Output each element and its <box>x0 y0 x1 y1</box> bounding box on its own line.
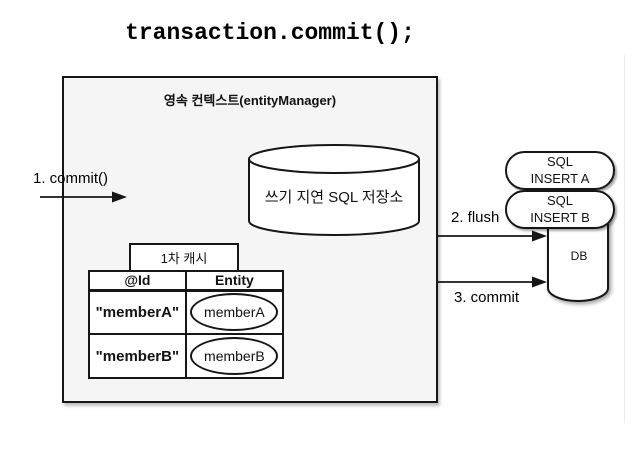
sql-insert-b-pill: SQL INSERT B <box>505 190 615 229</box>
entity-label: memberB <box>204 348 265 364</box>
entity-oval-memberB: memberB <box>190 337 279 375</box>
column-header-entity: Entity <box>184 270 285 292</box>
row-entity-cell: memberA <box>184 289 285 335</box>
row-id-memberB: "memberB" <box>88 333 187 379</box>
first-level-cache-tab: 1차 캐시 <box>129 243 239 272</box>
sql-insert-b-line1: SQL <box>546 193 573 209</box>
db-label: DB <box>570 249 588 263</box>
sql-store-label: 쓰기 지연 SQL 저장소 <box>264 189 404 206</box>
step2-flush-label: 2. flush <box>451 209 500 226</box>
commit-out-arrow <box>438 276 547 288</box>
table-header-row: @Id Entity <box>88 270 285 292</box>
entity-oval-memberA: memberA <box>190 293 279 332</box>
first-level-cache-label: 1차 캐시 <box>160 251 208 266</box>
flush-arrow <box>438 230 547 242</box>
step3-commit-label: 3. commit <box>454 289 520 306</box>
sql-store-cylinder-icon <box>248 144 420 236</box>
column-header-id: @Id <box>88 270 187 292</box>
page-title: transaction.commit(); <box>125 20 415 46</box>
sql-insert-a-line1: SQL <box>546 154 573 170</box>
entity-label: memberA <box>204 304 265 321</box>
first-level-cache-table: @Id Entity "memberA" memberA "memberB" m… <box>88 270 285 379</box>
db-cylinder-icon <box>547 218 609 302</box>
row-id-memberA: "memberA" <box>88 289 187 335</box>
step1-commit-label: 1. commit() <box>33 170 108 187</box>
sql-insert-a-line2: INSERT A <box>530 170 590 186</box>
table-row: "memberA" memberA <box>88 289 285 335</box>
row-entity-cell: memberB <box>184 333 285 379</box>
slide-edge-divider <box>624 55 625 423</box>
sql-insert-b-line2: INSERT B <box>530 209 590 225</box>
sql-insert-a-pill: SQL INSERT A <box>505 151 615 190</box>
table-row: "memberB" memberB <box>88 333 285 379</box>
persistence-context-title: 영속 컨텍스트(entityManager) <box>163 93 337 108</box>
